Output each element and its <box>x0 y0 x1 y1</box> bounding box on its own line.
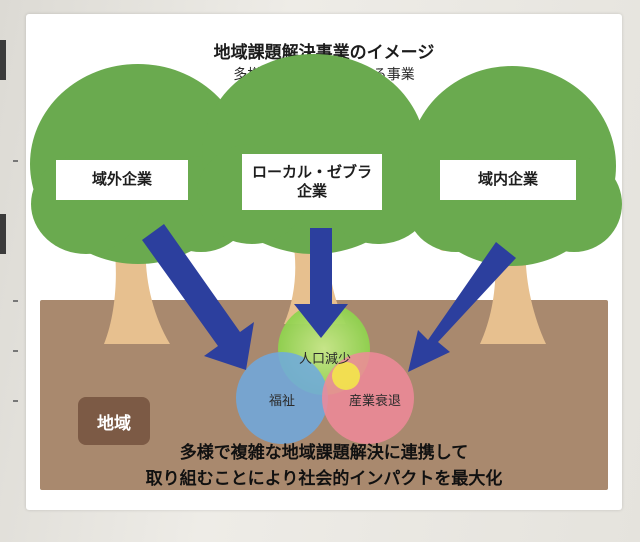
venn-overlap-highlight <box>332 362 360 390</box>
tree-label-local-companies: 域内企業 <box>440 160 576 200</box>
page-dot <box>13 400 18 402</box>
tree-right <box>406 66 622 344</box>
diagram-figure: 地域課題解決事業のイメージ 多様な主体の協業による事業 <box>26 14 622 510</box>
venn-label-industry-decline: 産業衰退 <box>348 394 401 409</box>
arrow-right <box>408 242 516 372</box>
figure-title: 地域課題解決事業のイメージ <box>213 43 435 63</box>
tree-label-local-zebra: ローカル・ゼブラ 企業 <box>242 154 382 210</box>
arrow-center <box>294 228 348 338</box>
venn-label-population-decline: 人口減少 <box>298 352 351 367</box>
venn-circle-welfare <box>236 352 328 444</box>
page-dot <box>13 160 18 162</box>
page-edge-mark <box>0 40 6 80</box>
tree-label-text: ローカル・ゼブラ <box>251 162 372 181</box>
venn-label-welfare: 福祉 <box>268 394 295 409</box>
tree-label-text: 企業 <box>296 182 327 200</box>
tree-label-text: 域内企業 <box>477 170 538 189</box>
region-label-box: 地域 <box>78 397 150 445</box>
arrows <box>142 224 516 372</box>
tree-label-outside-companies: 域外企業 <box>56 160 188 200</box>
tree-label-text: 域外企業 <box>91 170 152 189</box>
bottom-text-line2: 取り組むことにより社会的インパクトを最大化 <box>145 469 503 489</box>
page-edge-mark <box>0 214 6 254</box>
arrow-left <box>142 224 254 370</box>
page-dot <box>13 300 18 302</box>
tree-trunk <box>104 244 170 344</box>
page-dot <box>13 350 18 352</box>
bottom-text-line1: 多様で複雑な地域課題解決に連携して <box>179 443 469 463</box>
